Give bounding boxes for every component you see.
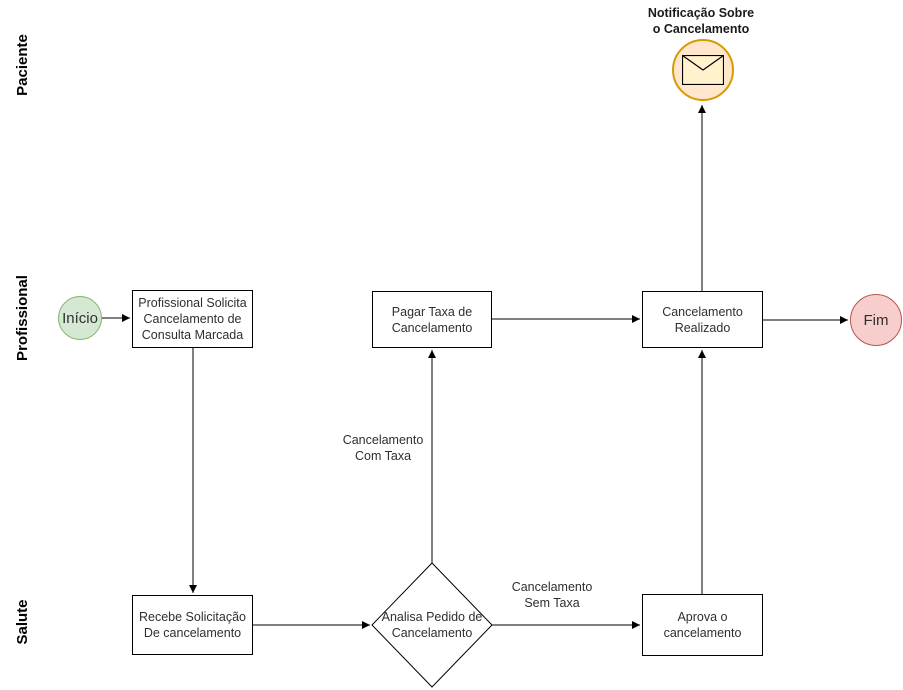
message-event-circle <box>672 39 734 101</box>
start-event: Início <box>58 296 102 340</box>
end-event: Fim <box>850 294 902 346</box>
lane-label-profissional: Profissional <box>14 275 31 361</box>
decision-label: Analisa Pedido de Cancelamento <box>381 610 483 640</box>
task-receive-request: Recebe Solicitação De cancelamento <box>132 595 253 655</box>
edge-label-with-tax: Cancelamento Com Taxa <box>342 432 424 464</box>
task-approve-cancellation: Aprova o cancelamento <box>642 594 763 656</box>
lane-label-paciente: Paciente <box>14 34 31 96</box>
task-request-cancellation: Profissional Solicita Cancelamento de Co… <box>132 290 253 348</box>
notification-label: Notificação Sobre o Cancelamento <box>647 6 755 36</box>
lane-label-salute: Salute <box>14 599 31 645</box>
envelope-icon <box>682 55 724 85</box>
task-pay-fee: Pagar Taxa de Cancelamento <box>372 291 492 348</box>
task-cancellation-done: Cancelamento Realizado <box>642 291 763 348</box>
decision-diamond <box>371 562 493 688</box>
edge-label-without-tax: Cancelamento Sem Taxa <box>511 579 593 611</box>
